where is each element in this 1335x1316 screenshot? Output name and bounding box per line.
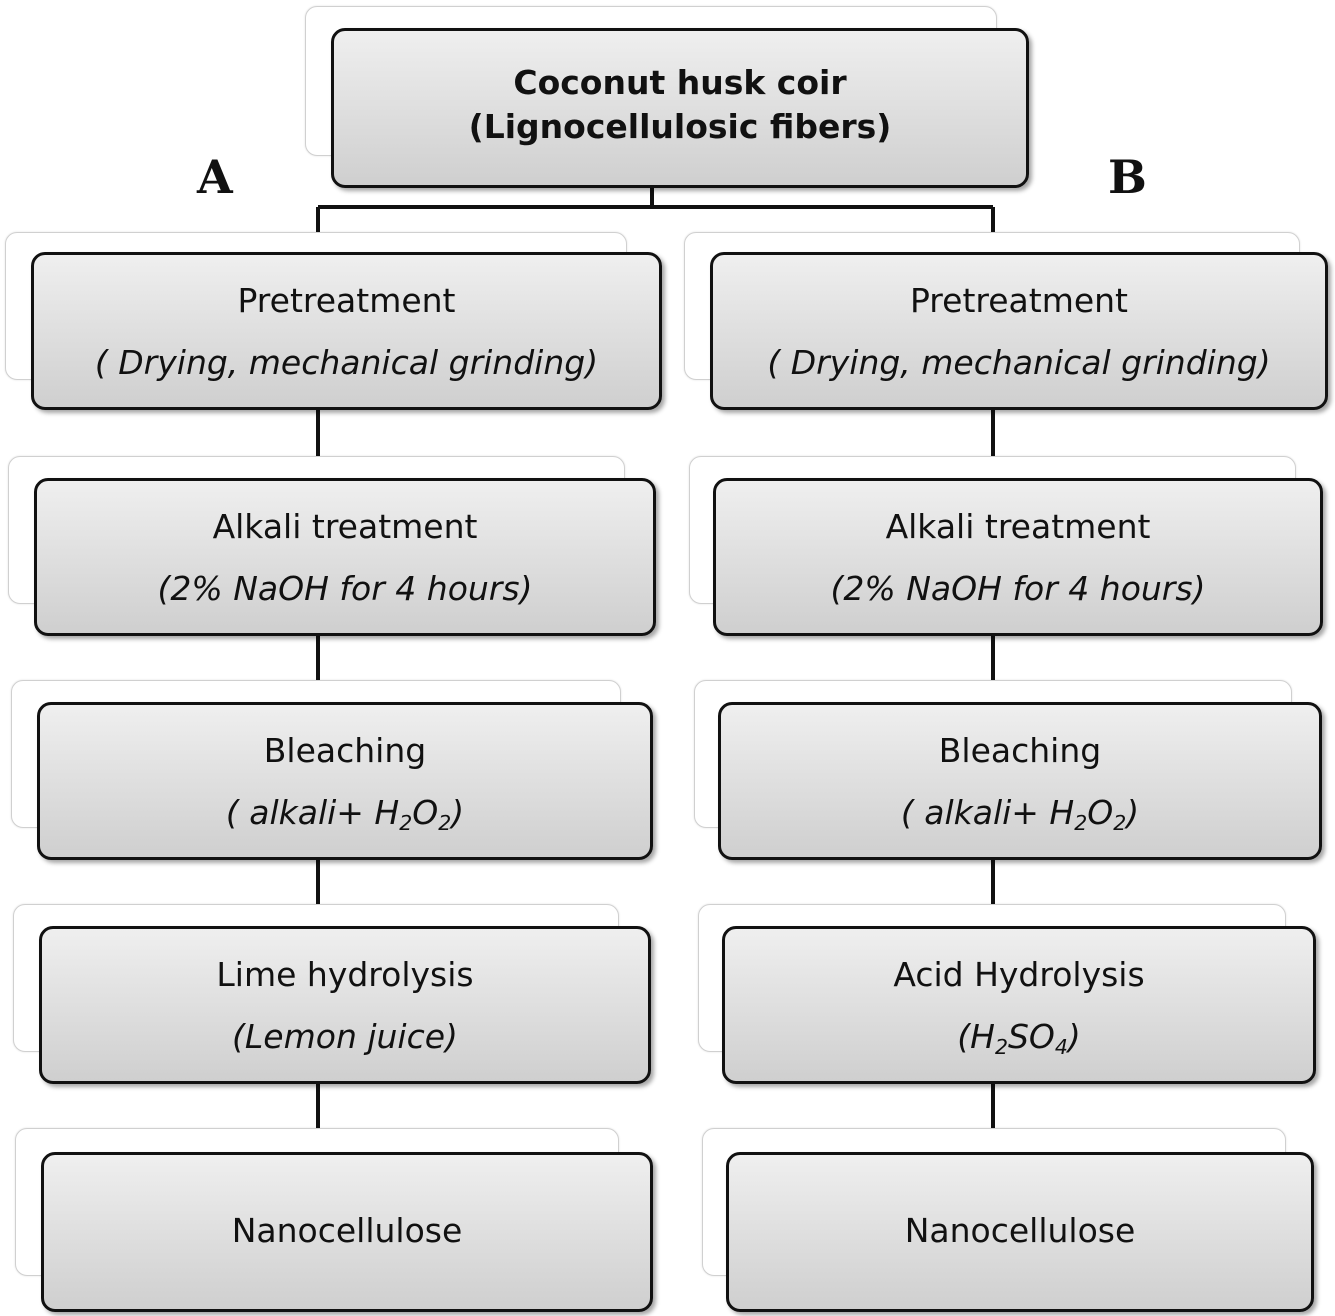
node-a-hydrolysis-title: Lime hydrolysis	[216, 955, 474, 994]
node-b-pretreatment-detail: ( Drying, mechanical grinding)	[767, 343, 1271, 382]
node-b-alkali-detail: (2% NaOH for 4 hours)	[830, 569, 1206, 608]
node-b-product: Nanocellulose	[702, 1128, 1327, 1314]
root-node: Coconut husk coir (Lignocellulosic fiber…	[305, 6, 1030, 188]
node-b-bleaching: Bleaching ( alkali+ H2O2)	[694, 680, 1329, 862]
node-b-hydrolysis: Acid Hydrolysis (H2SO4)	[698, 904, 1328, 1086]
node-a-alkali-detail: (2% NaOH for 4 hours)	[157, 569, 533, 608]
node-a-bleaching: Bleaching ( alkali+ H2O2)	[11, 680, 671, 862]
node-a-bleaching-title: Bleaching	[263, 731, 427, 770]
node-a-pretreatment-detail: ( Drying, mechanical grinding)	[94, 343, 599, 382]
node-b-hydrolysis-title: Acid Hydrolysis	[893, 955, 1145, 994]
node-a-hydrolysis: Lime hydrolysis (Lemon juice)	[13, 904, 673, 1086]
branch-label-a: A	[197, 150, 233, 204]
node-b-pretreatment-title: Pretreatment	[909, 281, 1128, 320]
node-a-product-title: Nanocellulose	[231, 1211, 463, 1250]
node-a-alkali: Alkali treatment (2% NaOH for 4 hours)	[8, 456, 668, 638]
node-a-alkali-title: Alkali treatment	[212, 507, 478, 546]
node-a-pretreatment-title: Pretreatment	[237, 281, 456, 320]
node-b-pretreatment: Pretreatment ( Drying, mechanical grindi…	[684, 232, 1334, 414]
node-b-bleaching-detail: ( alkali+ H2O2)	[900, 793, 1140, 836]
node-b-hydrolysis-detail: (H2SO4)	[957, 1017, 1081, 1060]
branch-label-b: B	[1108, 150, 1147, 204]
node-a-bleaching-detail: ( alkali+ H2O2)	[225, 793, 465, 836]
node-b-bleaching-title: Bleaching	[938, 731, 1102, 770]
node-b-product-title: Nanocellulose	[904, 1211, 1136, 1250]
node-a-hydrolysis-detail: (Lemon juice)	[232, 1017, 458, 1056]
node-a-product: Nanocellulose	[15, 1128, 675, 1314]
node-a-pretreatment: Pretreatment ( Drying, mechanical grindi…	[5, 232, 665, 414]
node-b-alkali-title: Alkali treatment	[885, 507, 1151, 546]
node-b-alkali: Alkali treatment (2% NaOH for 4 hours)	[689, 456, 1329, 638]
root-node-label: Coconut husk coir (Lignocellulosic fiber…	[468, 63, 892, 146]
